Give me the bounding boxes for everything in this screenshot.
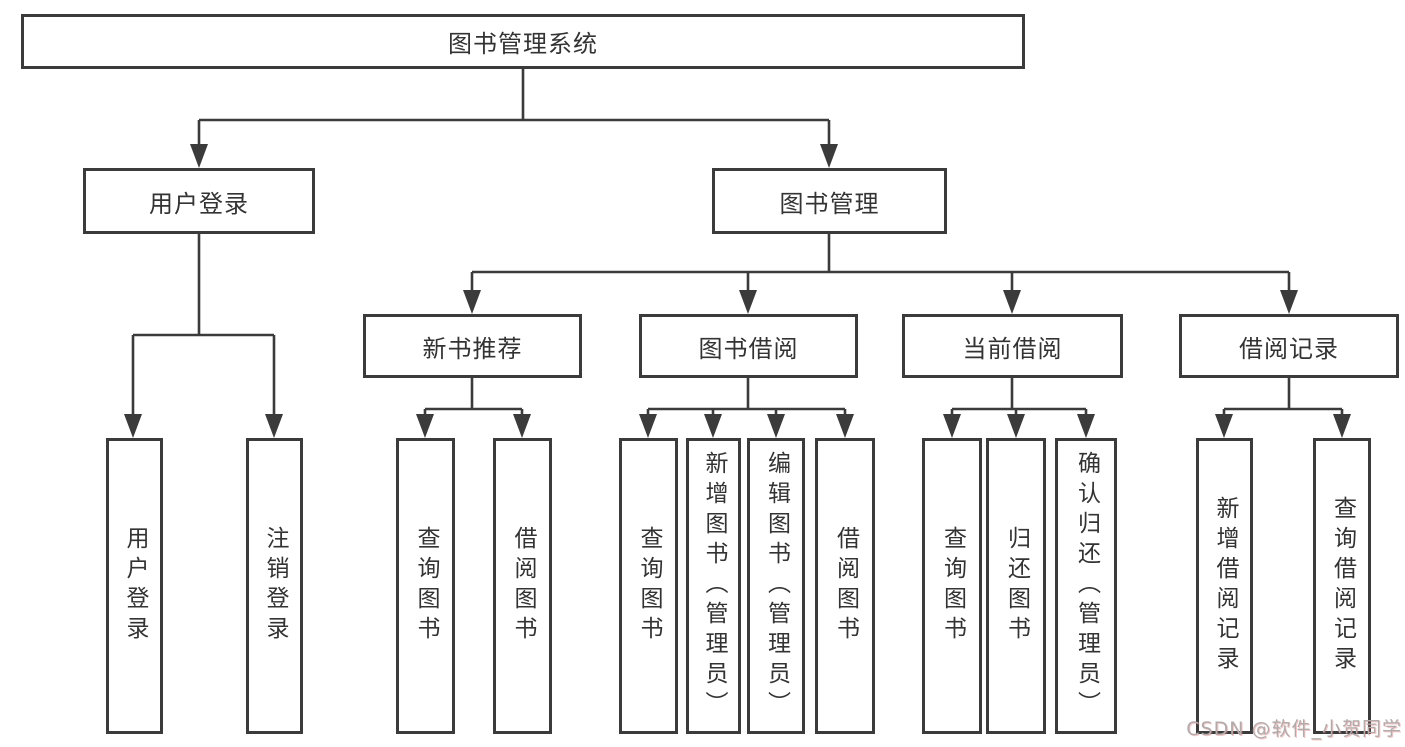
leaf-user-login: 用户登录 — [106, 438, 163, 734]
node-book-borrowing-label: 图书借阅 — [698, 334, 799, 363]
connector-user-login-branch — [124, 234, 283, 438]
node-new-book-recommend-label: 新书推荐 — [422, 334, 523, 363]
leaf-add-borrow-record-label: 新增借阅记录 — [1212, 496, 1238, 676]
leaf-edit-book-admin: 编辑图书（管理员） — [747, 438, 805, 734]
leaf-query-borrow-record-label: 查询借阅记录 — [1329, 496, 1356, 676]
leaf-borrow-books-recommend-label: 借阅图书 — [510, 526, 536, 646]
leaf-confirm-return-admin-label: 确认归还（管理员） — [1073, 451, 1100, 721]
connector-book-borrowing-branch — [639, 378, 854, 438]
leaf-return-books-label: 归还图书 — [1003, 526, 1030, 646]
node-root: 图书管理系统 — [21, 14, 1025, 69]
leaf-query-books-borrowing: 查询图书 — [619, 438, 678, 734]
node-book-management: 图书管理 — [712, 168, 947, 234]
leaf-query-books-recommend-label: 查询图书 — [413, 526, 439, 646]
leaf-query-books-current: 查询图书 — [922, 438, 982, 734]
leaf-edit-book-admin-label: 编辑图书（管理员） — [763, 451, 790, 721]
node-user-login-label: 用户登录 — [149, 189, 249, 218]
leaf-borrow-books-borrowing: 借阅图书 — [815, 438, 875, 734]
connector-borrowing-records-branch — [1215, 378, 1351, 438]
leaf-user-login-label: 用户登录 — [122, 526, 148, 646]
leaf-query-borrow-record: 查询借阅记录 — [1313, 438, 1371, 734]
leaf-query-books-current-label: 查询图书 — [939, 526, 966, 646]
node-book-borrowing: 图书借阅 — [639, 314, 858, 378]
csdn-watermark: CSDN @软件_小贺同学 — [1186, 718, 1402, 740]
leaf-confirm-return-admin: 确认归还（管理员） — [1055, 438, 1117, 734]
node-user-login: 用户登录 — [83, 168, 315, 234]
node-root-label: 图书管理系统 — [448, 30, 598, 58]
leaf-return-books: 归还图书 — [986, 438, 1046, 734]
node-new-book-recommend: 新书推荐 — [363, 314, 582, 378]
node-borrowing-records: 借阅记录 — [1179, 314, 1399, 378]
node-book-management-label: 图书管理 — [779, 189, 880, 218]
leaf-borrow-books-borrowing-label: 借阅图书 — [832, 526, 859, 646]
leaf-add-borrow-record: 新增借阅记录 — [1196, 438, 1253, 734]
leaf-logout: 注销登录 — [246, 438, 303, 734]
node-current-borrowing: 当前借阅 — [902, 314, 1123, 378]
connector-book-management-branch — [463, 234, 1298, 314]
leaf-borrow-books-recommend: 借阅图书 — [493, 438, 552, 734]
leaf-add-book-admin: 新增图书（管理员） — [686, 438, 741, 734]
leaf-query-books-borrowing-label: 查询图书 — [636, 526, 662, 646]
node-current-borrowing-label: 当前借阅 — [962, 334, 1063, 363]
connector-current-borrowing-branch — [943, 378, 1095, 438]
node-borrowing-records-label: 借阅记录 — [1239, 334, 1339, 363]
leaf-query-books-recommend: 查询图书 — [396, 438, 455, 734]
leaf-logout-label: 注销登录 — [262, 526, 288, 646]
leaf-add-book-admin-label: 新增图书（管理员） — [701, 451, 727, 721]
connector-new-book-recommend-branch — [416, 378, 531, 438]
connector-root-to-level2 — [190, 69, 838, 168]
